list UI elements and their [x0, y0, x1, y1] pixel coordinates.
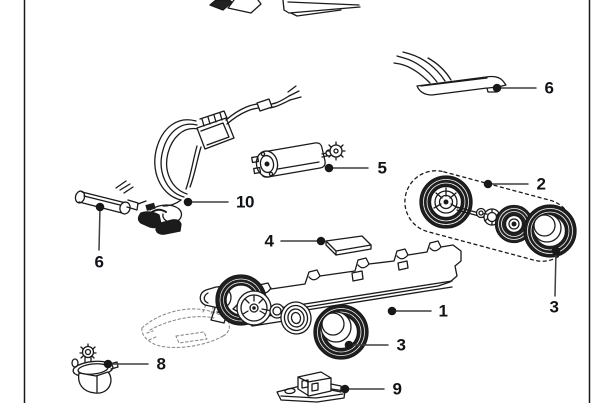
guide-keel	[71, 343, 119, 394]
leader-dot	[316, 236, 326, 246]
mount-bracket	[276, 371, 346, 403]
page-frame	[23, 0, 591, 403]
rear-light-assembly	[137, 202, 183, 235]
part-label-1: 1	[438, 301, 448, 321]
magnet	[325, 235, 372, 256]
headlight-harness-top	[393, 51, 507, 96]
leader-line-3-right	[554, 250, 557, 297]
wiring-harness	[154, 85, 302, 207]
leader-dot	[483, 179, 493, 189]
part-label-6-top: 6	[544, 78, 554, 98]
leader-dot	[344, 340, 354, 350]
part-label-3-right: 3	[549, 297, 559, 317]
leader-dot	[387, 306, 397, 316]
leader-dot	[103, 359, 113, 369]
leader-dot	[492, 83, 502, 93]
part-label-4: 4	[264, 231, 274, 251]
leader-dot	[340, 384, 350, 394]
rear-tire-loose	[313, 304, 369, 360]
part-label-2: 2	[536, 174, 546, 194]
leader-dot	[183, 197, 193, 207]
ghost-bumper	[141, 301, 230, 349]
part-label-9: 9	[392, 379, 402, 399]
leader-dot	[324, 163, 334, 173]
chassis	[199, 240, 462, 335]
motor	[251, 141, 346, 178]
rear-axle-assembly	[404, 170, 577, 262]
leader-line-6-left	[98, 206, 101, 251]
leader-dot	[95, 202, 105, 212]
part-label-5: 5	[377, 158, 387, 178]
part-label-6-left: 6	[94, 252, 104, 272]
leader-lines	[95, 83, 561, 394]
part-label-8: 8	[156, 354, 166, 374]
part-label-10: 10	[236, 192, 254, 212]
part-label-3-bottom: 3	[396, 335, 406, 355]
light-tube-left	[74, 180, 147, 215]
car-body-fragment	[209, 0, 361, 17]
leader-dot	[551, 246, 561, 256]
